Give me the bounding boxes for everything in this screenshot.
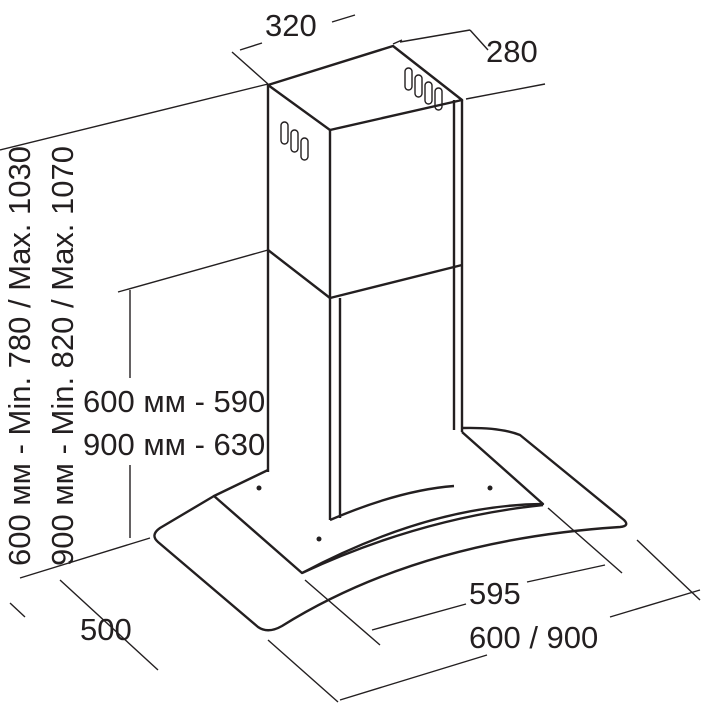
- dimension-lines: [0, 14, 701, 703]
- chimney-width-label: 320: [265, 8, 317, 43]
- height-600-label: 600 мм - Min. 780 / Max. 1030: [2, 146, 37, 566]
- vent-slots-right: [404, 67, 443, 111]
- hood-body: [153, 44, 628, 632]
- chimney-depth-label: 280: [486, 34, 538, 69]
- vent-slots-left: [280, 121, 309, 161]
- screw-dot: [256, 485, 262, 491]
- canopy-height-600-label: 600 мм - 590: [83, 384, 265, 419]
- screw-dot: [316, 536, 322, 542]
- screw-dot: [487, 485, 493, 491]
- height-900-label: 900 мм - Min. 820 / Max. 1070: [45, 146, 80, 566]
- depth-label: 500: [80, 612, 132, 647]
- canopy-height-900-label: 900 мм - 630: [83, 427, 265, 462]
- inner-width-label: 595: [469, 576, 521, 611]
- width-label: 600 / 900: [469, 620, 598, 655]
